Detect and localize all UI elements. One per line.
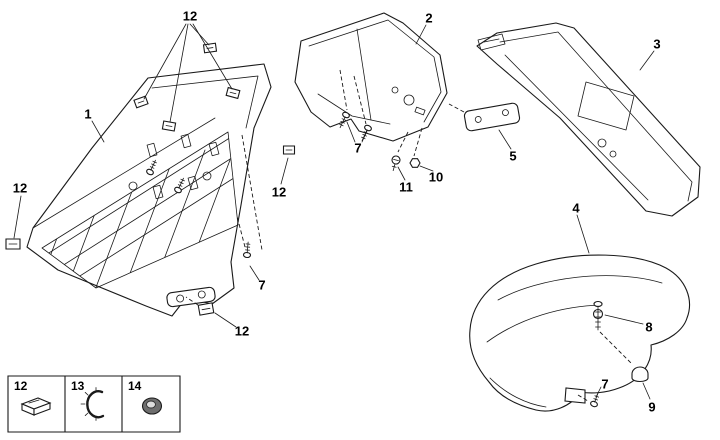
screw-7-upper-a (337, 111, 350, 129)
clip-12-b (226, 88, 240, 99)
part-1-inner-slots (129, 134, 219, 198)
legend-clamp-13-drawing (81, 388, 103, 421)
clip-12-bottom (198, 303, 214, 315)
callout-screw-11: 11 (399, 179, 413, 195)
part-4-rear-fender (470, 255, 690, 411)
clip-12-c (134, 96, 148, 108)
part-1-inner-screw (146, 159, 159, 176)
screw-8 (594, 302, 602, 331)
nut-10 (410, 159, 420, 168)
callout-part-2: 2 (425, 10, 433, 26)
legend-box (8, 376, 180, 432)
callout-part-1: 1 (84, 106, 92, 122)
callout-clip-12-top: 12 (182, 8, 198, 24)
screw-7-left (243, 242, 251, 258)
part-2-upper-bracket (295, 13, 447, 141)
clip-12-d (162, 121, 175, 131)
part-1-inner-screw-2 (174, 177, 187, 194)
part-4-body (470, 255, 690, 411)
callout-screw-7-lower: 7 (601, 376, 609, 392)
callout-clip-12-mid: 12 (271, 184, 287, 200)
callout-screw-7-upper: 7 (354, 140, 362, 156)
legend-grommet-14-drawing (143, 398, 162, 414)
cap-9 (632, 367, 648, 382)
legend-label-12: 12 (14, 379, 28, 393)
callout-clip-12-bottom: 12 (234, 323, 250, 339)
assembly-dashed-lines (186, 70, 632, 401)
callout-screw-8: 8 (645, 319, 653, 335)
part-1-lower-bracket (166, 287, 215, 308)
part-3-side-panel (477, 23, 700, 216)
leader-lines (14, 24, 654, 399)
callout-part-3: 3 (653, 36, 661, 52)
part-1-mesh-grid (10, 95, 270, 320)
callout-screw-7-left: 7 (258, 277, 266, 293)
legend-clip-12-drawing (22, 398, 50, 415)
callout-nut-10: 10 (428, 169, 444, 185)
callout-cap-9: 9 (648, 399, 656, 415)
screw-11 (389, 155, 401, 172)
callout-clip-12-left: 12 (12, 180, 28, 196)
clip-12-mid (284, 146, 295, 154)
legend-label-14: 14 (128, 379, 142, 393)
callout-part-5: 5 (509, 148, 517, 164)
callout-part-4: 4 (572, 200, 580, 216)
part-5-mounting-plate (464, 102, 521, 131)
clip-12-left (6, 239, 20, 249)
legend-label-13: 13 (71, 379, 85, 393)
screw-7-lower-right (590, 392, 602, 408)
